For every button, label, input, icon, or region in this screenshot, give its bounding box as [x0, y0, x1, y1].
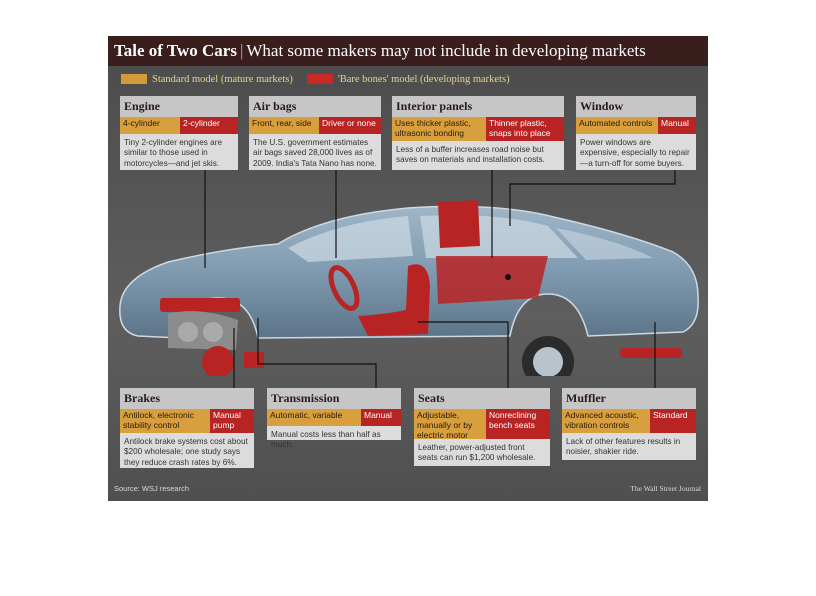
- interior-bare: Thinner plastic, snaps into place: [486, 117, 564, 141]
- interior-desc: Less of a buffer increases road noise bu…: [396, 145, 545, 165]
- brakes-desc: Antilock brake systems cost about $200 w…: [124, 437, 248, 467]
- transmission-desc: Manual costs less than half as much.: [271, 430, 381, 450]
- engine-standard: 4-cylinder: [120, 117, 180, 134]
- interior-panel-mark: [438, 200, 480, 248]
- window-callout: [509, 170, 676, 226]
- transmission-standard: Automatic, variable: [267, 409, 361, 426]
- brakes-bare: Manual pump: [210, 409, 254, 433]
- muffler-bare: Standard: [650, 409, 696, 433]
- window-title: Window: [576, 96, 696, 117]
- rear-seat-mark: [436, 256, 548, 304]
- interior-title: Interior panels: [392, 96, 564, 117]
- brakes-box: Brakes Antilock, electronic stability co…: [120, 388, 254, 468]
- legend-bare-label: 'Bare bones' model (developing markets): [337, 73, 510, 85]
- callout-lines: [204, 170, 676, 388]
- transmission-callout: [257, 318, 377, 388]
- brake-mark: [202, 346, 234, 376]
- legend-standard-label: Standard model (mature markets): [152, 73, 293, 85]
- brakes-title: Brakes: [120, 388, 254, 409]
- interior-box: Interior panels Uses thicker plastic, ul…: [392, 96, 564, 170]
- car-illustration: [119, 200, 699, 376]
- legend-bare-swatch: [306, 74, 333, 84]
- muffler-title: Muffler: [562, 388, 696, 409]
- seats-desc: Leather, power-adjusted front seats can …: [418, 443, 536, 463]
- airbags-bare: Driver or none: [319, 117, 381, 134]
- muffler-box: Muffler Advanced acoustic, vibration con…: [562, 388, 696, 460]
- seats-title: Seats: [414, 388, 550, 409]
- title-separator: |: [239, 41, 244, 60]
- muffler-desc: Lack of other features results in noisie…: [566, 437, 681, 457]
- window-bare: Manual: [658, 117, 696, 134]
- source-note: Source: WSJ research: [114, 484, 190, 493]
- airbags-standard: Front, rear, side: [249, 117, 319, 134]
- engine-title: Engine: [120, 96, 238, 117]
- muffler-mark: [620, 348, 682, 358]
- window-desc: Power windows are expensive, especially …: [580, 138, 690, 168]
- brand-credit: The Wall Street Journal: [630, 484, 701, 493]
- transmission-bare: Manual: [361, 409, 401, 426]
- interior-standard: Uses thicker plastic, ultrasonic bonding: [392, 117, 486, 141]
- window-standard: Automated controls: [576, 117, 658, 134]
- infographic: Tale of Two Cars|What some makers may no…: [108, 36, 708, 501]
- airbags-desc: The U.S. government estimates air bags s…: [253, 138, 377, 168]
- title-subtitle: What some makers may not include in deve…: [246, 41, 646, 60]
- airbags-title: Air bags: [249, 96, 381, 117]
- legend-standard-swatch: [121, 74, 147, 84]
- seats-bare: Nonreclining bench seats: [486, 409, 550, 439]
- seats-standard: Adjustable, manually or by electric moto…: [414, 409, 486, 439]
- seats-box: Seats Adjustable, manually or by electri…: [414, 388, 550, 466]
- front-seat-mark: [358, 264, 430, 336]
- engine-mark: [160, 298, 240, 312]
- title-bar: Tale of Two Cars|What some makers may no…: [108, 36, 708, 66]
- muffler-standard: Advanced acoustic, vibration controls: [562, 409, 650, 433]
- engine-bare: 2-cylinder: [180, 117, 238, 134]
- engine-desc: Tiny 2-cylinder engines are similar to t…: [124, 138, 222, 168]
- legend: Standard model (mature markets) 'Bare bo…: [121, 72, 510, 86]
- brakes-standard: Antilock, electronic stability control: [120, 409, 210, 433]
- seats-callout: [418, 321, 509, 388]
- steering-wheel-mark: [328, 265, 360, 311]
- transmission-title: Transmission: [267, 388, 401, 409]
- title-main: Tale of Two Cars: [114, 41, 237, 60]
